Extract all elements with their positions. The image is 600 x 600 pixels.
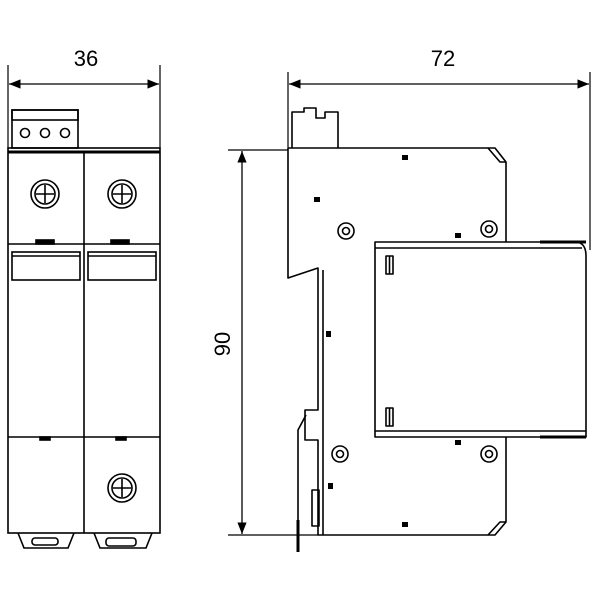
- side-body: [287, 147, 507, 536]
- screw-icon: [107, 179, 137, 209]
- screw-icon: [480, 220, 498, 238]
- screw-icon: [480, 445, 498, 463]
- height-label: 90: [210, 332, 235, 356]
- side-view: [287, 107, 587, 552]
- front-width-label: 36: [74, 46, 98, 71]
- side-marks: [314, 155, 461, 527]
- front-view: [7, 109, 161, 549]
- side-din-clip: [296, 414, 320, 552]
- side-top-connector: [291, 107, 339, 148]
- screw-icon: [331, 445, 349, 463]
- screw-icon: [107, 473, 137, 503]
- dimension-front-width: 36: [7, 46, 161, 148]
- side-width-label: 72: [431, 46, 455, 71]
- screw-icon: [337, 222, 355, 240]
- top-connector: [11, 109, 79, 149]
- dimension-height: 90: [210, 149, 318, 536]
- indicator-window-left: [11, 251, 81, 281]
- screw-icon: [30, 179, 60, 209]
- din-clip-right: [93, 532, 153, 549]
- din-clip-left: [17, 532, 75, 549]
- indicator-window-right: [87, 251, 157, 281]
- plugin-module: [374, 241, 587, 438]
- dimension-side-width: 72: [287, 46, 591, 250]
